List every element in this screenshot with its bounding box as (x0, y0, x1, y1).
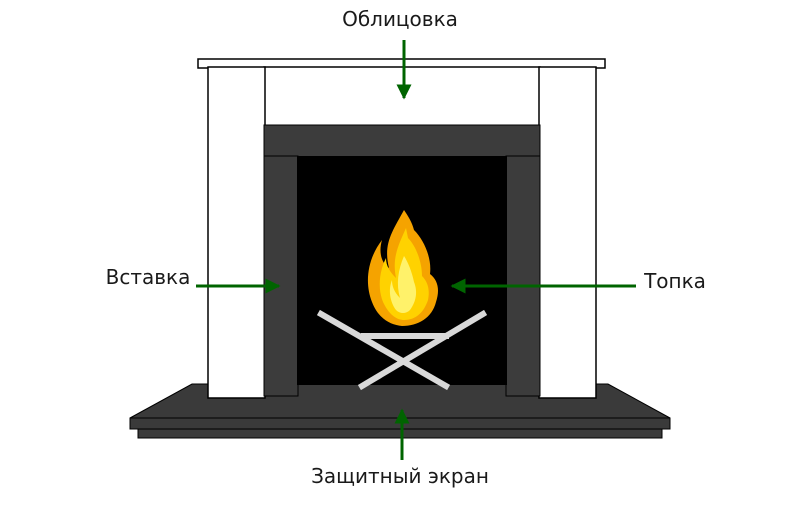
insert-left (263, 155, 299, 397)
insert-right (505, 155, 541, 397)
hearth-slab-front (129, 417, 671, 430)
facing-label: Облицовка (342, 7, 458, 31)
left-column (207, 66, 266, 399)
flame (367, 210, 438, 326)
insert-frame (263, 124, 541, 397)
right-column (538, 66, 597, 399)
facing-top-panel (263, 66, 541, 127)
insert-top (263, 124, 541, 158)
grate-bar-left (316, 309, 451, 391)
grate-bar-right (357, 309, 488, 391)
flame-inner (389, 256, 417, 313)
log-grate (316, 309, 488, 391)
screen-label: Защитный экран (311, 464, 489, 488)
firebox-label: Топка (643, 269, 706, 293)
insert-label: Вставка (106, 265, 191, 289)
callout-arrows (196, 40, 636, 460)
